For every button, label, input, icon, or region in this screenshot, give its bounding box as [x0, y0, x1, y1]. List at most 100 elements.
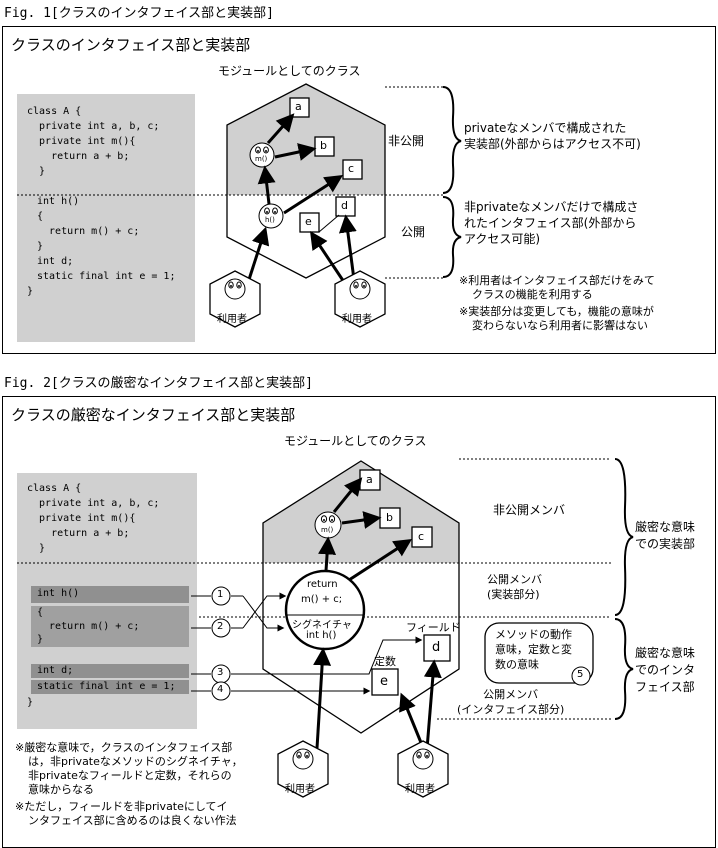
circle-return-expr: m() + c;: [301, 594, 343, 605]
arrow-user2-d: [423, 659, 442, 750]
fig1-frame: クラスのインタフェイス部と実装部 モジュールとしてのクラス class A { …: [2, 26, 716, 354]
fig1-public-desc: 非privateなメンバだけで構成さ れたインタフェイス部(外部から アクセス可…: [464, 199, 638, 247]
code-highlight: [31, 664, 189, 678]
code-line: }: [27, 166, 46, 177]
face-h-label: h(): [265, 216, 275, 224]
face-m-label: m(): [321, 526, 334, 534]
marker-2-label: 2: [217, 621, 224, 632]
code-line: int h(): [37, 196, 80, 207]
code-line: return a + b;: [27, 151, 130, 162]
note-line: 変わらないなら利用者に影響はない: [472, 319, 648, 332]
field-a-label: a: [295, 100, 302, 113]
code-line: private int m(){: [27, 513, 136, 524]
fig2-frame: クラスの厳密なインタフェイス部と実装部 モジュールとしてのクラス class A…: [2, 396, 716, 848]
label-line: (実装部分): [487, 588, 540, 601]
fig1-private-label: 非公開: [388, 134, 425, 148]
const-e-box: [371, 668, 399, 696]
user-2-label: 利用者: [405, 784, 435, 795]
fig1-brace-public: [442, 196, 462, 278]
code-line: return m() + c;: [37, 226, 140, 237]
code-line: return a + b;: [27, 528, 130, 539]
const-label: 定数: [374, 655, 396, 668]
public-iface-label: 公開メンバ (インタフェイス部分): [457, 687, 564, 717]
label-line: (インタフェイス部分): [457, 703, 565, 716]
label-line: 公開メンバ: [487, 573, 542, 586]
user-1-icon: [277, 740, 329, 798]
fig1-module-hexagon: [226, 83, 386, 279]
field-e-label: e: [305, 215, 312, 228]
fig1-private-desc: privateなメンバで構成された 実装部(外部からはアクセス不可): [464, 120, 641, 152]
fig2-module-label: モジュールとしてのクラス: [284, 434, 427, 448]
note-line: は，非privateなメソッドのシグネイチャ，: [28, 755, 243, 768]
fig1-notes: ※利用者はインタフェイス部だけをみて クラスの機能を利用する ※実装部分は変更し…: [459, 274, 655, 333]
field-e-box: [299, 212, 320, 233]
arrow-h-m: [257, 165, 276, 205]
user-2-icon: [397, 740, 449, 798]
label-line: フェイス部: [635, 680, 695, 694]
arrow-h-c: [348, 539, 413, 582]
fig2-brace-iface: [614, 618, 634, 720]
user-1-icon: [209, 270, 261, 328]
marker-4: [211, 681, 231, 701]
arrow-h-c: [283, 175, 344, 215]
code-line: static final int e = 1;: [37, 681, 176, 692]
desc-line: アクセス可能): [464, 232, 541, 246]
field-c-label: c: [418, 530, 425, 543]
fig2-private-region: [263, 461, 459, 563]
field-d-label: d: [341, 199, 348, 212]
fig2-diagram: [17, 458, 634, 798]
fig1-caption: Fig. 1[クラスのインタフェイス部と実装部]: [4, 6, 274, 21]
public-impl-label: 公開メンバ (実装部分): [487, 572, 542, 602]
code-highlight: [31, 586, 189, 603]
marker-1: [211, 586, 231, 606]
desc-line: れたインタフェイス部(外部から: [464, 216, 637, 230]
arrow-h-m: [318, 536, 337, 572]
const-e-label: e: [380, 674, 388, 689]
strict-iface-label: 厳密な意味 でのインタ フェイス部: [635, 645, 695, 696]
code-line: class A {: [27, 483, 82, 494]
arrow-m-b: [274, 143, 317, 161]
label-line: メソッドの動作: [495, 628, 572, 641]
fig1-public-label: 公開: [401, 225, 426, 239]
fig1-module-label: モジュールとしてのクラス: [218, 64, 361, 78]
arrow-m-b: [341, 511, 382, 529]
note-line: ※厳密な意味で，クラスのインタフェイス部: [15, 741, 233, 754]
code-line: private int m(){: [27, 136, 136, 147]
fig1-public-region: [227, 195, 385, 278]
fig2-caption: Fig. 2[クラスの厳密なインタフェイス部と実装部]: [4, 376, 313, 391]
code-line: }: [27, 286, 34, 297]
desc-line: 非privateなメンバだけで構成さ: [464, 200, 639, 214]
fig1-brace-private: [442, 86, 462, 194]
fig2-title: クラスの厳密なインタフェイス部と実装部: [11, 406, 296, 424]
note-line: ※実装部分は変更しても，機能の意味が: [459, 305, 654, 318]
code-line: }: [37, 241, 44, 252]
field-a-box: [289, 97, 310, 118]
private-members-label: 非公開メンバ: [493, 503, 566, 517]
note-line: ※ただし，フィールドを非privateにしてイ: [15, 800, 228, 813]
code-line: }: [27, 697, 34, 708]
code-line: private int a, b, c;: [27, 121, 160, 132]
code-highlight: [31, 680, 189, 694]
marker-1-label: 1: [217, 589, 224, 600]
field-b-label: b: [386, 511, 393, 524]
label-line: 厳密な意味: [635, 520, 696, 534]
user-1-label: 利用者: [217, 314, 247, 325]
arrow-user1-h: [313, 647, 332, 749]
code-line: }: [27, 543, 46, 554]
circle-return: return: [307, 579, 338, 590]
note-line: ンタフェイス部に含めるのは良くない作法: [28, 814, 237, 827]
method-h-face: [258, 203, 284, 229]
fig2-code-block: class A { private int a, b, c; private i…: [17, 473, 197, 729]
method-meaning-text: メソッドの動作 意味，定数と変 数の意味: [495, 627, 572, 672]
label-line: 公開メンバ: [483, 688, 539, 701]
face-m-label: m(): [255, 155, 268, 163]
code-line: {: [37, 607, 44, 618]
arrow-m-a: [266, 113, 295, 144]
desc-line: privateなメンバで構成された: [464, 121, 627, 135]
note-line: クラスの機能を利用する: [472, 288, 593, 301]
fig2-notes: ※厳密な意味で，クラスのインタフェイス部 は，非privateなメソッドのシグネ…: [15, 741, 243, 828]
method-m-face: [249, 142, 275, 168]
field-d-label: d: [432, 640, 441, 655]
marker-5: [571, 666, 591, 686]
note-line: ※利用者はインタフェイス部だけをみて: [459, 274, 655, 287]
